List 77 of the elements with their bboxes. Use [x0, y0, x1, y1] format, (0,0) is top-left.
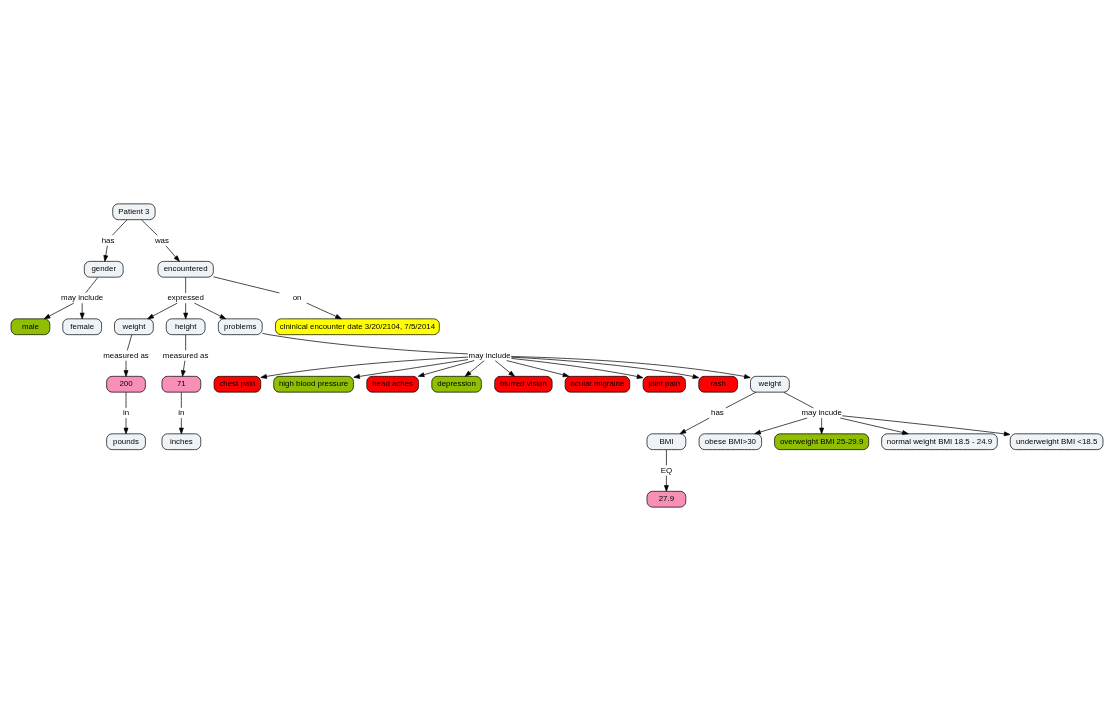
- arrow: [819, 417, 824, 435]
- arrow: [353, 359, 469, 379]
- node-box: 27.9: [646, 490, 687, 508]
- arrow: [103, 245, 109, 262]
- node-box: depression: [431, 375, 482, 393]
- node-box: blurred vision: [494, 375, 553, 393]
- arrow: [194, 302, 227, 320]
- arrow: [43, 302, 75, 320]
- arrow: [123, 360, 129, 377]
- connector: [85, 277, 99, 294]
- node-box: 200: [106, 375, 146, 393]
- connector: [213, 276, 280, 294]
- arrow: [664, 475, 669, 492]
- arrow: [181, 360, 186, 377]
- connector: [126, 334, 133, 351]
- node-box: Patient 3: [112, 203, 156, 221]
- node-box: normal weight BMI 18.5 - 24.9: [881, 433, 998, 450]
- node-box: weight: [114, 318, 154, 336]
- node-box: pounds: [106, 433, 146, 450]
- connector: [725, 391, 757, 409]
- node-text: in: [122, 408, 130, 417]
- node-box: rash: [698, 375, 738, 393]
- node-box: clninical encounter date 3/20/2104, 7/5/2014: [275, 318, 440, 336]
- node-text: was: [154, 235, 169, 245]
- node-box: chest pain: [213, 375, 262, 393]
- node-box: ocular migraine: [564, 375, 631, 393]
- node-text: on: [292, 293, 302, 303]
- node-text: expressed: [167, 293, 204, 303]
- arrow: [511, 356, 700, 379]
- arrow: [123, 417, 129, 435]
- connector: [111, 219, 128, 236]
- node-box: inches: [161, 433, 202, 450]
- arrow: [306, 302, 342, 320]
- arrow: [510, 356, 751, 379]
- arrow: [464, 360, 485, 377]
- arrow: [165, 245, 180, 262]
- node-box: male: [10, 318, 51, 336]
- arrow: [147, 302, 178, 320]
- node-box: overweight BMI 25-29.9: [774, 433, 870, 450]
- arrow: [417, 360, 475, 378]
- connector: [262, 333, 469, 355]
- node-box: encountered: [157, 261, 214, 278]
- connector: [783, 391, 814, 409]
- node-box: joint pain: [642, 375, 686, 393]
- node-box: gender: [84, 261, 124, 278]
- node-box: weight: [750, 375, 790, 393]
- node-box: problems: [218, 318, 263, 336]
- arrow: [260, 356, 469, 379]
- arrow: [754, 417, 808, 435]
- arrow: [506, 360, 570, 378]
- node-box: female: [62, 318, 102, 336]
- node-box: head aches: [366, 375, 419, 393]
- arrow: [179, 417, 184, 435]
- node-box: obese BMI>30: [698, 433, 762, 450]
- node-box: underweight BMI <18.5: [1009, 433, 1104, 450]
- arrow: [511, 358, 644, 379]
- connector: [141, 219, 158, 236]
- node-text: has: [711, 408, 724, 417]
- arrow: [79, 302, 85, 320]
- node-text: measured as: [103, 350, 149, 360]
- node-text: may incude: [801, 408, 842, 417]
- arrow: [839, 417, 909, 435]
- node-text: in: [178, 408, 185, 417]
- node-text: measured as: [162, 350, 209, 360]
- node-text: may include: [468, 350, 511, 360]
- arrow: [494, 360, 515, 377]
- node-text: may include: [61, 293, 104, 303]
- node-box: height: [165, 318, 206, 336]
- node-text: EQ: [660, 465, 673, 475]
- arrow: [183, 302, 189, 320]
- arrow: [679, 417, 710, 435]
- node-box: high blood pressure: [273, 375, 354, 393]
- node-text: has: [101, 235, 115, 245]
- connector: [666, 449, 667, 466]
- node-box: BMI: [646, 433, 687, 450]
- node-box: 71: [161, 375, 202, 393]
- arrow: [841, 415, 1011, 437]
